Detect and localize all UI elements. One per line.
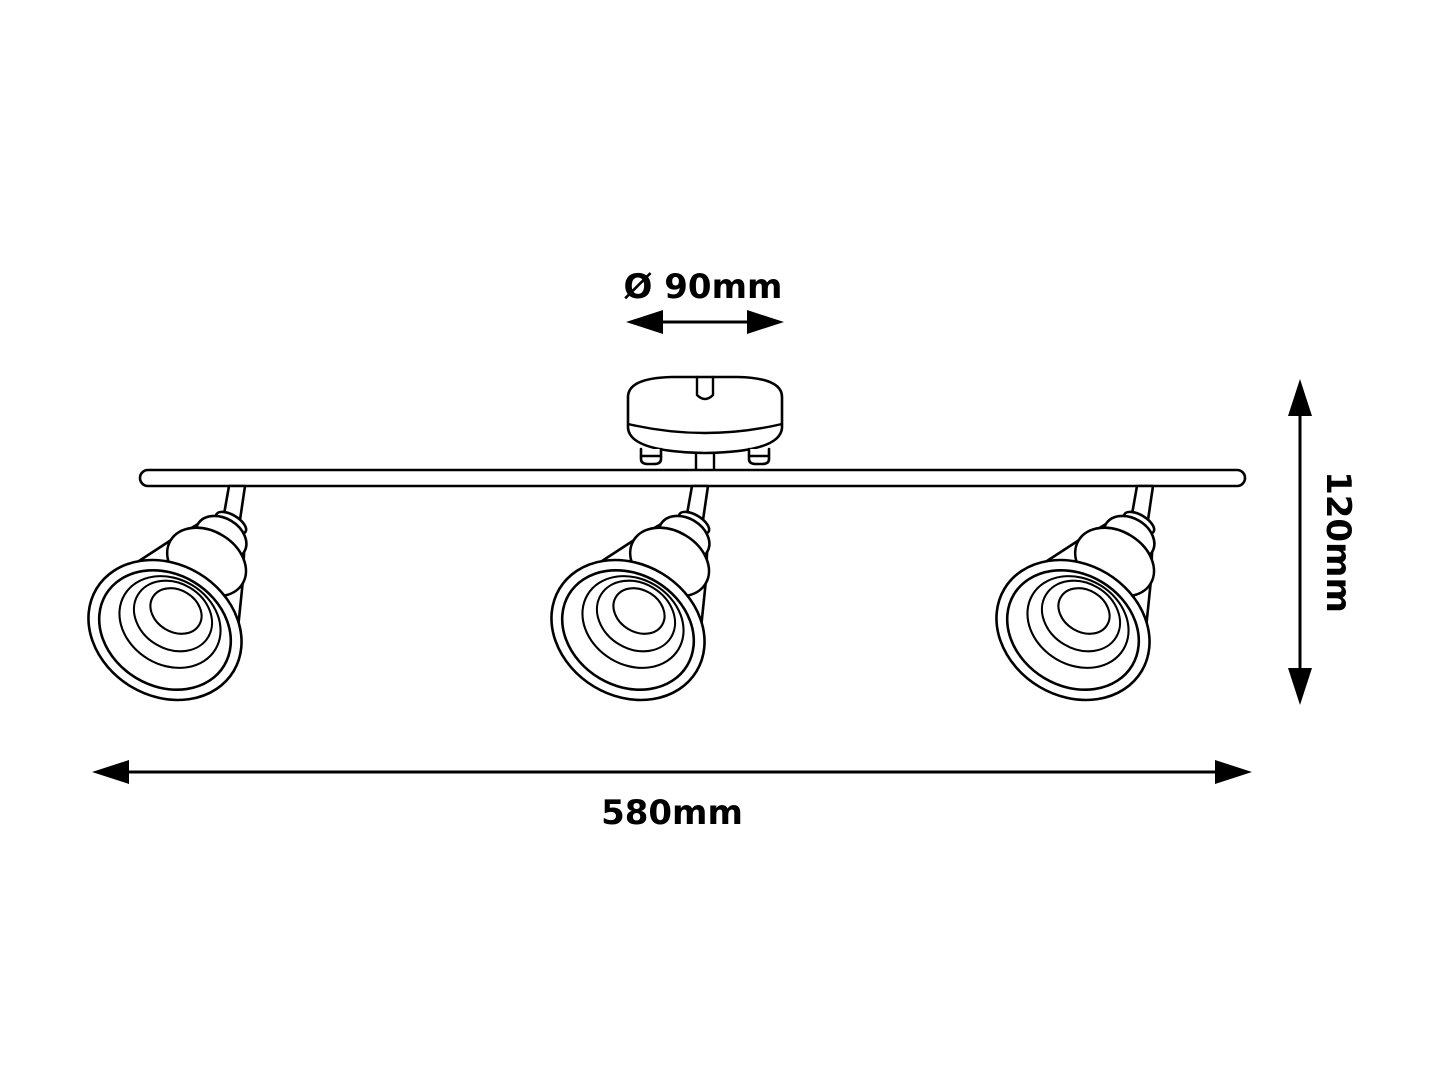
width-label: 580mm (601, 793, 743, 833)
diameter-dimension: Ø 90mm (624, 267, 784, 334)
bar-rod (138, 468, 1247, 488)
ceiling-canopy (626, 375, 784, 472)
spotlight-left (61, 484, 269, 730)
spotlight-right (969, 484, 1177, 730)
mounting-bar (138, 468, 1247, 488)
height-label: 120mm (1318, 471, 1358, 613)
canopy-neck (694, 451, 716, 472)
height-arrowhead-top-icon (1288, 379, 1312, 416)
width-dimension: 580mm (92, 760, 1252, 833)
spotlight-middle (524, 484, 732, 730)
height-dimension: 120mm (1288, 379, 1358, 705)
canopy-body (626, 375, 784, 455)
diameter-arrowhead-left-icon (626, 310, 663, 334)
diameter-arrowhead-right-icon (747, 310, 784, 334)
height-arrowhead-bottom-icon (1288, 668, 1312, 705)
diameter-label: Ø 90mm (624, 267, 783, 307)
canopy-seam (626, 422, 784, 435)
canopy-cable-slot (695, 375, 715, 401)
width-arrowhead-right-icon (1215, 760, 1252, 784)
width-arrowhead-left-icon (92, 760, 129, 784)
